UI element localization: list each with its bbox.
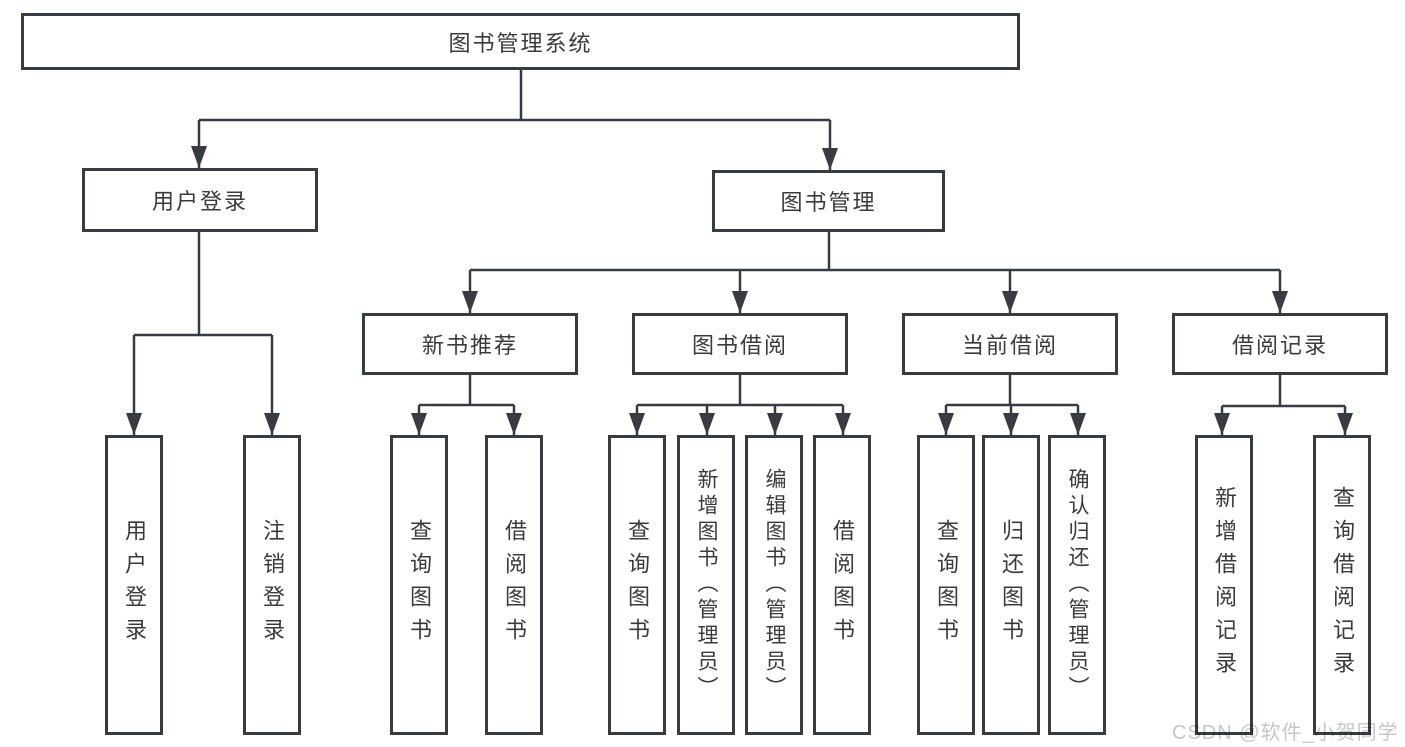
node-label: 借阅记录	[1231, 333, 1328, 358]
leaf-confirm-return-admin: 确认归还（管理员）	[1048, 435, 1106, 735]
node-label: 用户登录	[151, 189, 248, 214]
leaf-edit-books-admin: 编辑图书（管理员）	[745, 435, 803, 735]
leaf-query-borrow-record: 查询借阅记录	[1313, 435, 1371, 735]
node-label: 当前借阅	[961, 333, 1058, 358]
leaf-add-borrow-record: 新增借阅记录	[1195, 435, 1253, 735]
leaf-return-books: 归还图书	[982, 435, 1040, 735]
node-book-borrow: 图书借阅	[632, 313, 848, 375]
leaf-label: 查询图书	[625, 519, 650, 651]
node-label: 图书管理	[780, 190, 877, 215]
node-book-management: 图书管理	[712, 170, 945, 232]
leaf-query-books: 查询图书	[917, 435, 975, 735]
node-label: 新书推荐	[421, 333, 518, 358]
node-new-book-recommend: 新书推荐	[362, 313, 578, 375]
leaf-query-books: 查询图书	[608, 435, 666, 735]
leaf-add-books-admin: 新增图书（管理员）	[677, 435, 735, 735]
node-label: 图书借阅	[691, 333, 788, 358]
node-borrow-records: 借阅记录	[1172, 313, 1388, 375]
node-label: 图书管理系统	[448, 30, 593, 56]
node-user-login: 用户登录	[82, 168, 318, 232]
leaf-label: 新增图书（管理员）	[695, 468, 718, 702]
leaf-label: 用户登录	[122, 519, 147, 651]
leaf-label: 借阅图书	[830, 519, 855, 651]
leaf-borrow-books: 借阅图书	[485, 435, 543, 735]
leaf-label: 编辑图书（管理员）	[763, 468, 786, 702]
leaf-label: 查询图书	[934, 519, 959, 651]
leaf-query-books: 查询图书	[390, 435, 448, 735]
leaf-label: 新增借阅记录	[1212, 486, 1237, 684]
leaf-label: 查询图书	[407, 519, 432, 651]
leaf-label: 确认归还（管理员）	[1066, 468, 1089, 702]
node-library-management-system: 图书管理系统	[21, 13, 1020, 70]
leaf-label: 查询借阅记录	[1330, 486, 1355, 684]
leaf-label: 借阅图书	[502, 519, 527, 651]
leaf-user-login: 用户登录	[105, 435, 163, 735]
leaf-label: 注销登录	[260, 519, 285, 651]
leaf-label: 归还图书	[999, 519, 1024, 651]
leaf-logout: 注销登录	[243, 435, 301, 735]
leaf-borrow-books: 借阅图书	[813, 435, 871, 735]
csdn-watermark: CSDN @软件_小贺同学	[1172, 722, 1399, 744]
node-current-borrow: 当前借阅	[902, 313, 1118, 375]
